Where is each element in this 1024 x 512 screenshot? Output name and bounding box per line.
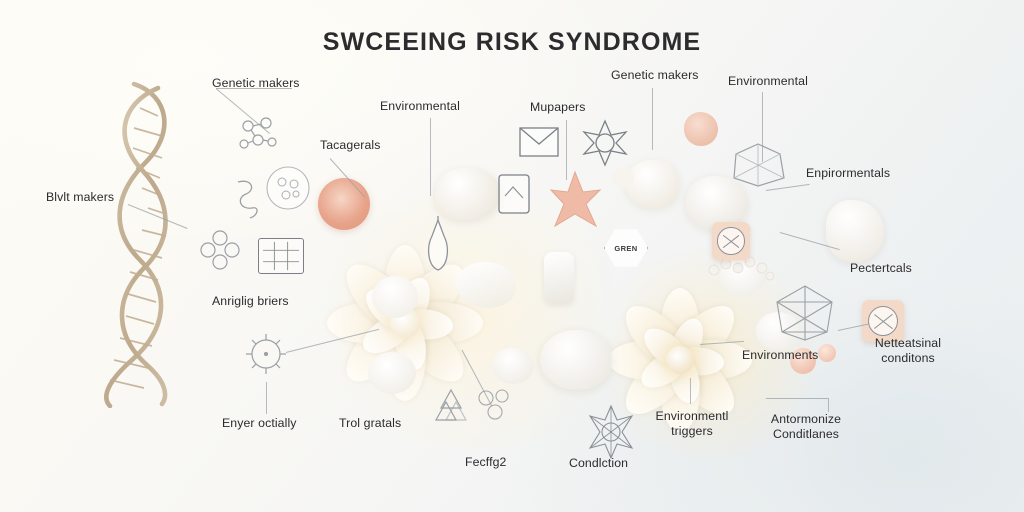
label-mupapers: Mupapers [530, 100, 586, 114]
clover-outline-icon [200, 230, 240, 270]
dna-helix-illustration [104, 81, 168, 408]
polygon-outline-icon [733, 143, 785, 187]
label-netteatsinal-conditons: Netteatsinal conditons [874, 336, 942, 365]
peach-dial-tile[interactable] [712, 222, 750, 260]
white-coral-clump [625, 160, 679, 208]
coral-sprig [684, 112, 718, 146]
gear-outline-icon [246, 334, 286, 374]
snowflake-outline-icon [588, 404, 634, 460]
geodesic-outline-icon [776, 285, 833, 341]
white-coral-clump [456, 262, 516, 308]
label-anriglig-briers: Anriglig briers [212, 294, 289, 308]
label-blvlt-makers: Blvlt makers [46, 190, 115, 204]
white-coral-clump [540, 330, 612, 390]
white-ribbon-shape [544, 252, 574, 304]
label-pectertcals: Pectertcals [850, 261, 912, 275]
label-enpirormentals: Enpirormentals [806, 166, 891, 180]
squiggle-outline-icon [237, 180, 258, 219]
label-trol-gratals: Trol gratals [339, 416, 402, 430]
flower-cluster-right [590, 270, 770, 450]
recycle-outline-icon [434, 388, 468, 421]
white-coral-clump [686, 176, 748, 230]
label-condlction: Condlction [569, 456, 629, 470]
crystal-outline-icon [478, 389, 509, 420]
leader-line [766, 398, 828, 399]
page-title: SWCEEING RISK SYNDROME [322, 28, 702, 56]
label-environmental-right: Environmental [728, 74, 808, 88]
molecule-outline-icon [239, 117, 277, 149]
white-coral-clump [368, 352, 416, 394]
label-tacagerals: Tacagerals [320, 138, 381, 152]
peach-dial-tile[interactable] [862, 300, 904, 342]
leader-line [762, 92, 763, 162]
leader-line [216, 88, 292, 89]
label-genetic-makers-right: Genetic makers [611, 68, 699, 82]
leader-line [266, 382, 267, 414]
gren-hex-badge[interactable]: GREN [604, 229, 648, 267]
label-genetic-makers-left: Genetic makers [212, 76, 300, 90]
label-environments: Environments [742, 348, 819, 362]
label-enyer-octially: Enyer octially [222, 416, 297, 430]
salmon-starfish-icon [549, 170, 602, 228]
device-screen-icon [498, 174, 530, 214]
white-coral-clump [756, 312, 800, 350]
white-coral-clump [492, 348, 534, 384]
circle-cluster-outline-icon [266, 166, 310, 210]
label-environmental-center: Environmental [380, 99, 460, 113]
leader-line [652, 88, 653, 150]
coral-sphere [818, 344, 836, 362]
coral-rosette [318, 178, 370, 230]
white-coral-clump [826, 200, 884, 262]
pendant-outline-icon [427, 216, 449, 271]
white-coral-clump [372, 276, 418, 318]
label-environmentl-triggers: Environmentl triggers [655, 409, 729, 438]
star-burst-outline-icon [582, 119, 628, 167]
coral-sphere [790, 348, 816, 374]
white-coral-clump [612, 168, 634, 188]
leader-line [430, 118, 431, 196]
leader-line [690, 378, 691, 404]
label-antormonize-conditlanes: Antormonize Conditlanes [770, 412, 842, 441]
envelope-icon [519, 127, 559, 157]
dial-face-icon [717, 227, 745, 255]
dial-face-icon [867, 305, 899, 337]
grid-card-icon [258, 238, 304, 274]
leader-line [828, 398, 829, 412]
leader-line [566, 120, 567, 180]
white-coral-clump [435, 168, 501, 220]
flower-core [666, 346, 694, 374]
label-fecffg2: Fecffg2 [465, 455, 507, 469]
